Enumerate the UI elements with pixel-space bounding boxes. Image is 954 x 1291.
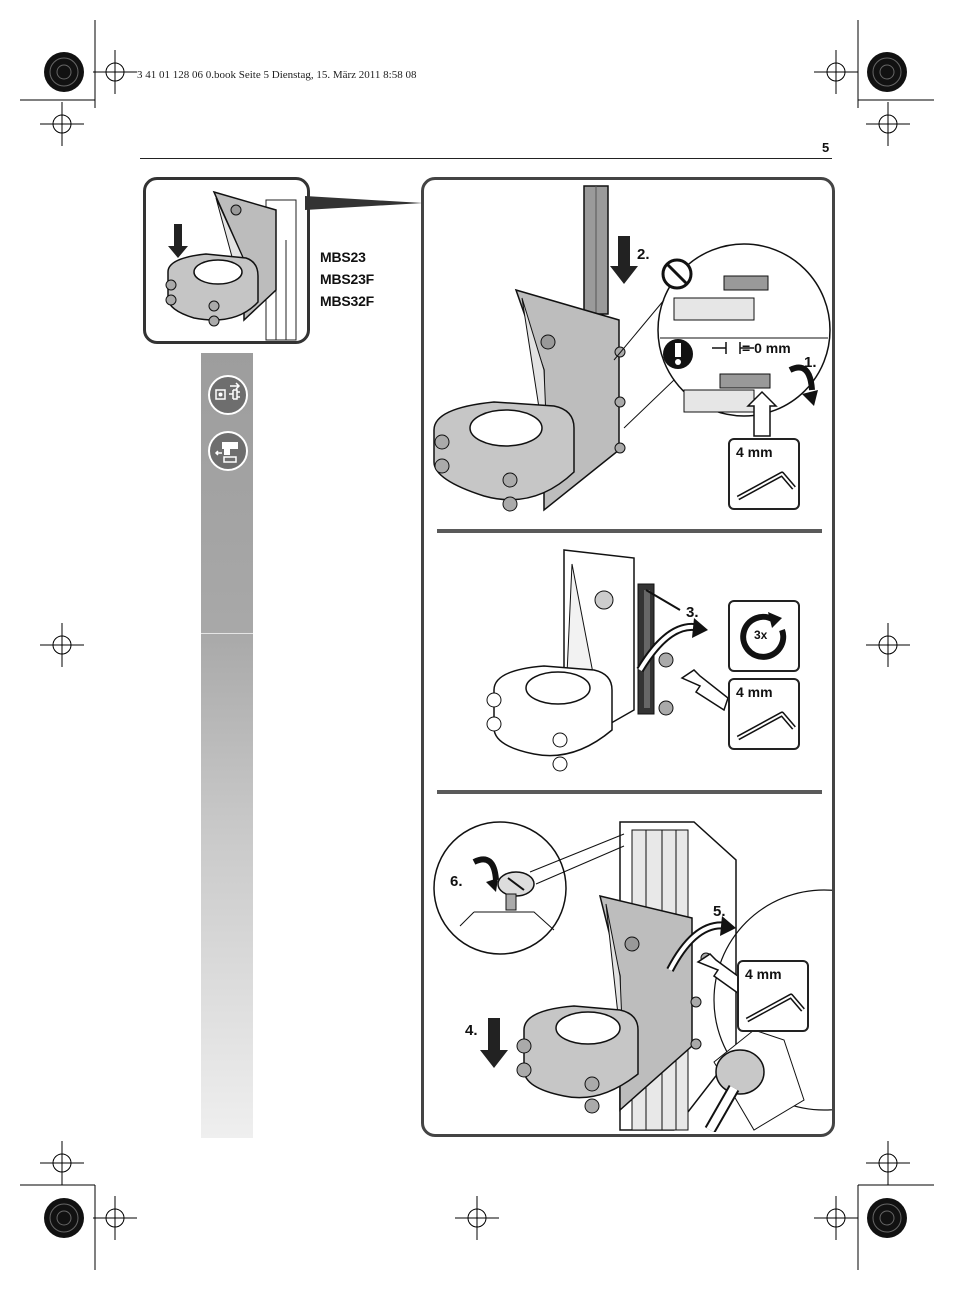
step-5-label: 5.	[713, 903, 726, 920]
step-3-label: 3.	[686, 604, 699, 621]
rotate-box: 3x	[728, 600, 800, 672]
step-1-label: 1.	[804, 354, 817, 371]
hex-key-icon	[745, 993, 805, 1023]
hex-key-size: 4 mm	[745, 966, 782, 982]
down-arrow-icon	[610, 236, 638, 284]
section-divider	[437, 529, 822, 533]
gap-label: = 0 mm	[742, 340, 791, 356]
hex-key-size: 4 mm	[736, 684, 773, 700]
hex-key-icon	[736, 711, 796, 741]
registration-targets	[40, 50, 910, 1240]
overview-inset	[143, 177, 310, 344]
hex-key-box: 4 mm	[737, 960, 809, 1032]
rotation-count: 3x	[754, 628, 768, 642]
sidebar-band	[201, 353, 253, 1138]
step-6-label: 6.	[450, 873, 463, 890]
model-label: MBS23F	[320, 271, 375, 287]
sidebar-divider	[201, 633, 253, 634]
model-list: MBS23 MBS23F MBS32F	[320, 246, 374, 312]
model-label: MBS23	[320, 249, 366, 265]
hex-key-box: 4 mm	[728, 438, 800, 510]
hex-key-box: 4 mm	[728, 678, 800, 750]
section-1-drawing	[433, 185, 831, 512]
callout-wedge	[305, 196, 423, 210]
hex-key-icon	[736, 471, 796, 501]
step-4-label: 4.	[465, 1022, 478, 1039]
drill-battery-remove-icon	[208, 431, 248, 471]
rotate-3x-icon	[740, 612, 787, 660]
plug-disconnect-icon	[208, 375, 248, 415]
clamp-overview-drawing	[165, 190, 297, 341]
down-arrow-icon	[480, 1018, 508, 1068]
down-arrow-icon	[168, 224, 188, 258]
color-rosettes	[44, 52, 907, 1238]
header-rule	[140, 158, 832, 159]
page-number: 5	[822, 140, 830, 155]
section-divider	[437, 790, 822, 794]
step-2-label: 2.	[637, 246, 650, 263]
model-label: MBS32F	[320, 293, 375, 309]
hex-key-size: 4 mm	[736, 444, 773, 460]
print-header: 3 41 01 128 06 0.book Seite 5 Dienstag, …	[137, 69, 417, 81]
section-2-drawing	[486, 549, 729, 772]
section-3-drawing	[433, 821, 832, 1132]
